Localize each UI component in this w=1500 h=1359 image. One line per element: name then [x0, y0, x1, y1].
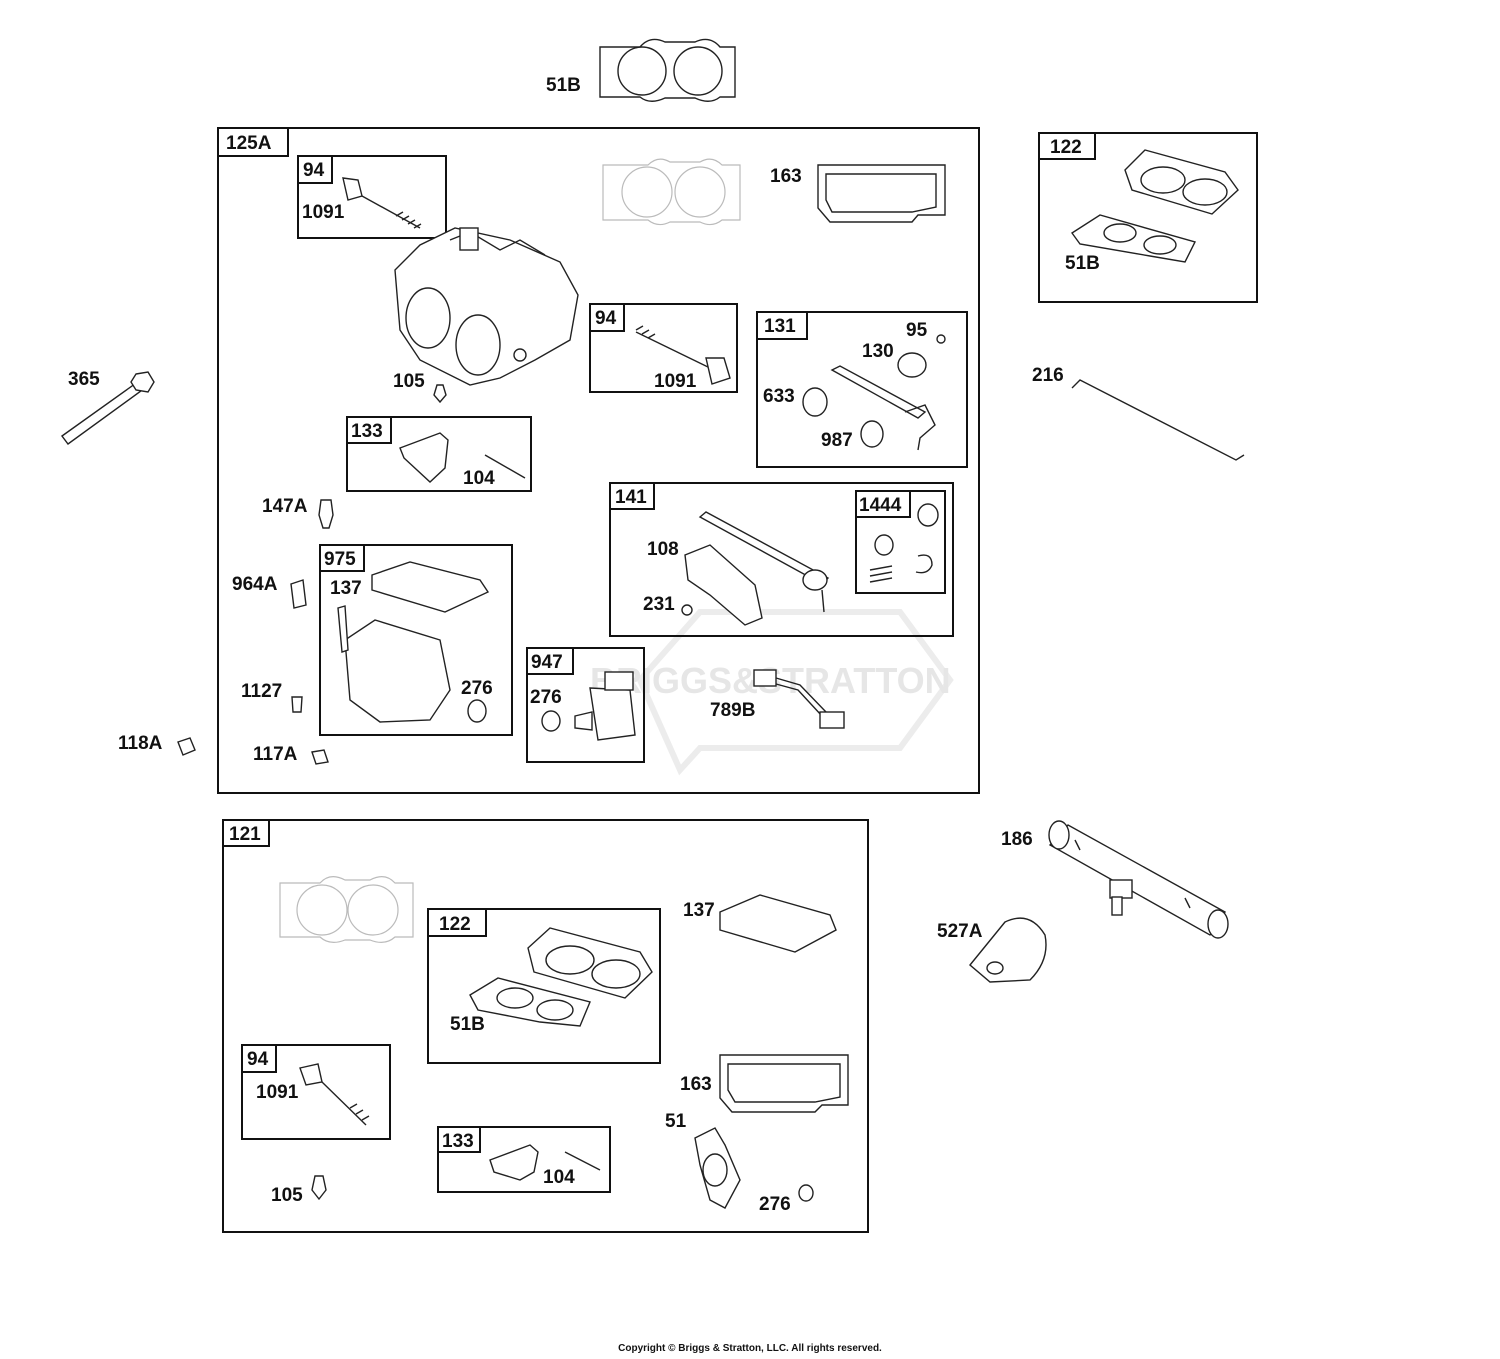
label-105: 105	[271, 1185, 303, 1206]
label-137: 137	[330, 578, 362, 599]
copyright-notice: Copyright © Briggs & Stratton, LLC. All …	[618, 1343, 882, 1354]
label-163: 163	[770, 166, 802, 187]
group-133-tag: 133	[442, 1131, 474, 1152]
group-94-tag: 94	[247, 1049, 269, 1070]
label-789B: 789B	[710, 700, 755, 721]
spring-kit-icon	[869, 503, 939, 583]
mixture-screw-icon	[299, 1063, 370, 1126]
label-987: 987	[821, 430, 853, 451]
clamp-527A-icon	[969, 917, 1047, 983]
label-105: 105	[393, 371, 425, 392]
group-975-tag: 975	[324, 549, 356, 570]
group-133-tag: 133	[351, 421, 383, 442]
gasket-51B-icon	[1070, 214, 1197, 263]
label-147A: 147A	[262, 496, 308, 517]
gasket-163-a	[817, 164, 946, 223]
label-51B: 51B	[450, 1014, 485, 1035]
label-276: 276	[530, 687, 562, 708]
group-1444-tag: 1444	[859, 495, 902, 516]
label-117A: 117A	[253, 744, 298, 765]
label-104: 104	[543, 1167, 575, 1188]
gasket-51-icon	[694, 1127, 741, 1209]
label-216: 216	[1032, 365, 1064, 386]
jet-105-icon	[433, 384, 447, 404]
pin-964A-icon	[290, 579, 307, 609]
float-icon	[399, 432, 526, 483]
float-icon	[489, 1144, 601, 1181]
group-122-tag: 122	[439, 914, 471, 935]
group-947-tag: 947	[531, 652, 563, 673]
group-121-tag: 121	[229, 824, 261, 845]
mixture-screw-icon	[342, 177, 422, 229]
label-1091: 1091	[302, 202, 345, 223]
tube-186-icon	[1048, 820, 1229, 939]
gasket-51B-top	[599, 38, 736, 102]
label-1091: 1091	[654, 371, 697, 392]
group-125A-box	[217, 127, 980, 794]
screw-1127-icon	[291, 696, 303, 713]
linkage-rod-216-icon	[1071, 379, 1245, 461]
float-bowl-icon	[337, 605, 487, 723]
label-51: 51	[665, 1111, 687, 1132]
choke-shaft-icon	[681, 511, 830, 626]
o-ring-276-icon	[798, 1184, 814, 1202]
label-365: 365	[68, 369, 100, 390]
label-51B: 51B	[1065, 253, 1100, 274]
label-130: 130	[862, 341, 894, 362]
insulator-icon	[1124, 149, 1239, 215]
gasket-ghost-top	[602, 158, 741, 226]
label-186: 186	[1001, 829, 1033, 850]
group-141-tag: 141	[615, 487, 647, 508]
needle-147A-icon	[318, 499, 334, 529]
gasket-163-b	[719, 1054, 849, 1113]
gasket-ghost-bottom	[279, 876, 414, 943]
label-276: 276	[461, 678, 493, 699]
label-108: 108	[647, 539, 679, 560]
label-527A: 527A	[937, 921, 983, 942]
insulator-icon	[527, 927, 653, 999]
gasket-51B-icon	[469, 977, 591, 1027]
label-964A: 964A	[232, 574, 278, 595]
group-94-tag: 94	[303, 160, 325, 181]
label-51B: 51B	[546, 75, 581, 96]
group-131-tag: 131	[764, 316, 796, 337]
label-276: 276	[759, 1194, 791, 1215]
mixture-screw-icon	[635, 325, 731, 385]
label-95: 95	[906, 320, 928, 341]
group-125A-tag: 125A	[226, 133, 272, 154]
float-bowl-gasket-icon	[371, 561, 490, 613]
label-104: 104	[463, 468, 495, 489]
label-163: 163	[680, 1074, 712, 1095]
wire-harness-icon	[753, 669, 845, 729]
group-122-tag: 122	[1050, 137, 1082, 158]
label-1091: 1091	[256, 1082, 299, 1103]
bowl-gasket-137-icon	[719, 894, 837, 953]
throttle-shaft-icon	[802, 334, 946, 451]
label-137: 137	[683, 900, 715, 921]
bolt-365-icon	[61, 371, 155, 445]
label-231: 231	[643, 594, 675, 615]
carburetor-body	[394, 227, 579, 386]
plug-118A-icon	[177, 737, 196, 756]
jet-105-icon	[311, 1175, 327, 1201]
group-94-tag: 94	[595, 308, 617, 329]
label-118A: 118A	[118, 733, 163, 754]
label-1127: 1127	[241, 681, 282, 702]
solenoid-icon	[541, 671, 636, 741]
label-633: 633	[763, 386, 795, 407]
plug-117A-icon	[311, 749, 329, 765]
